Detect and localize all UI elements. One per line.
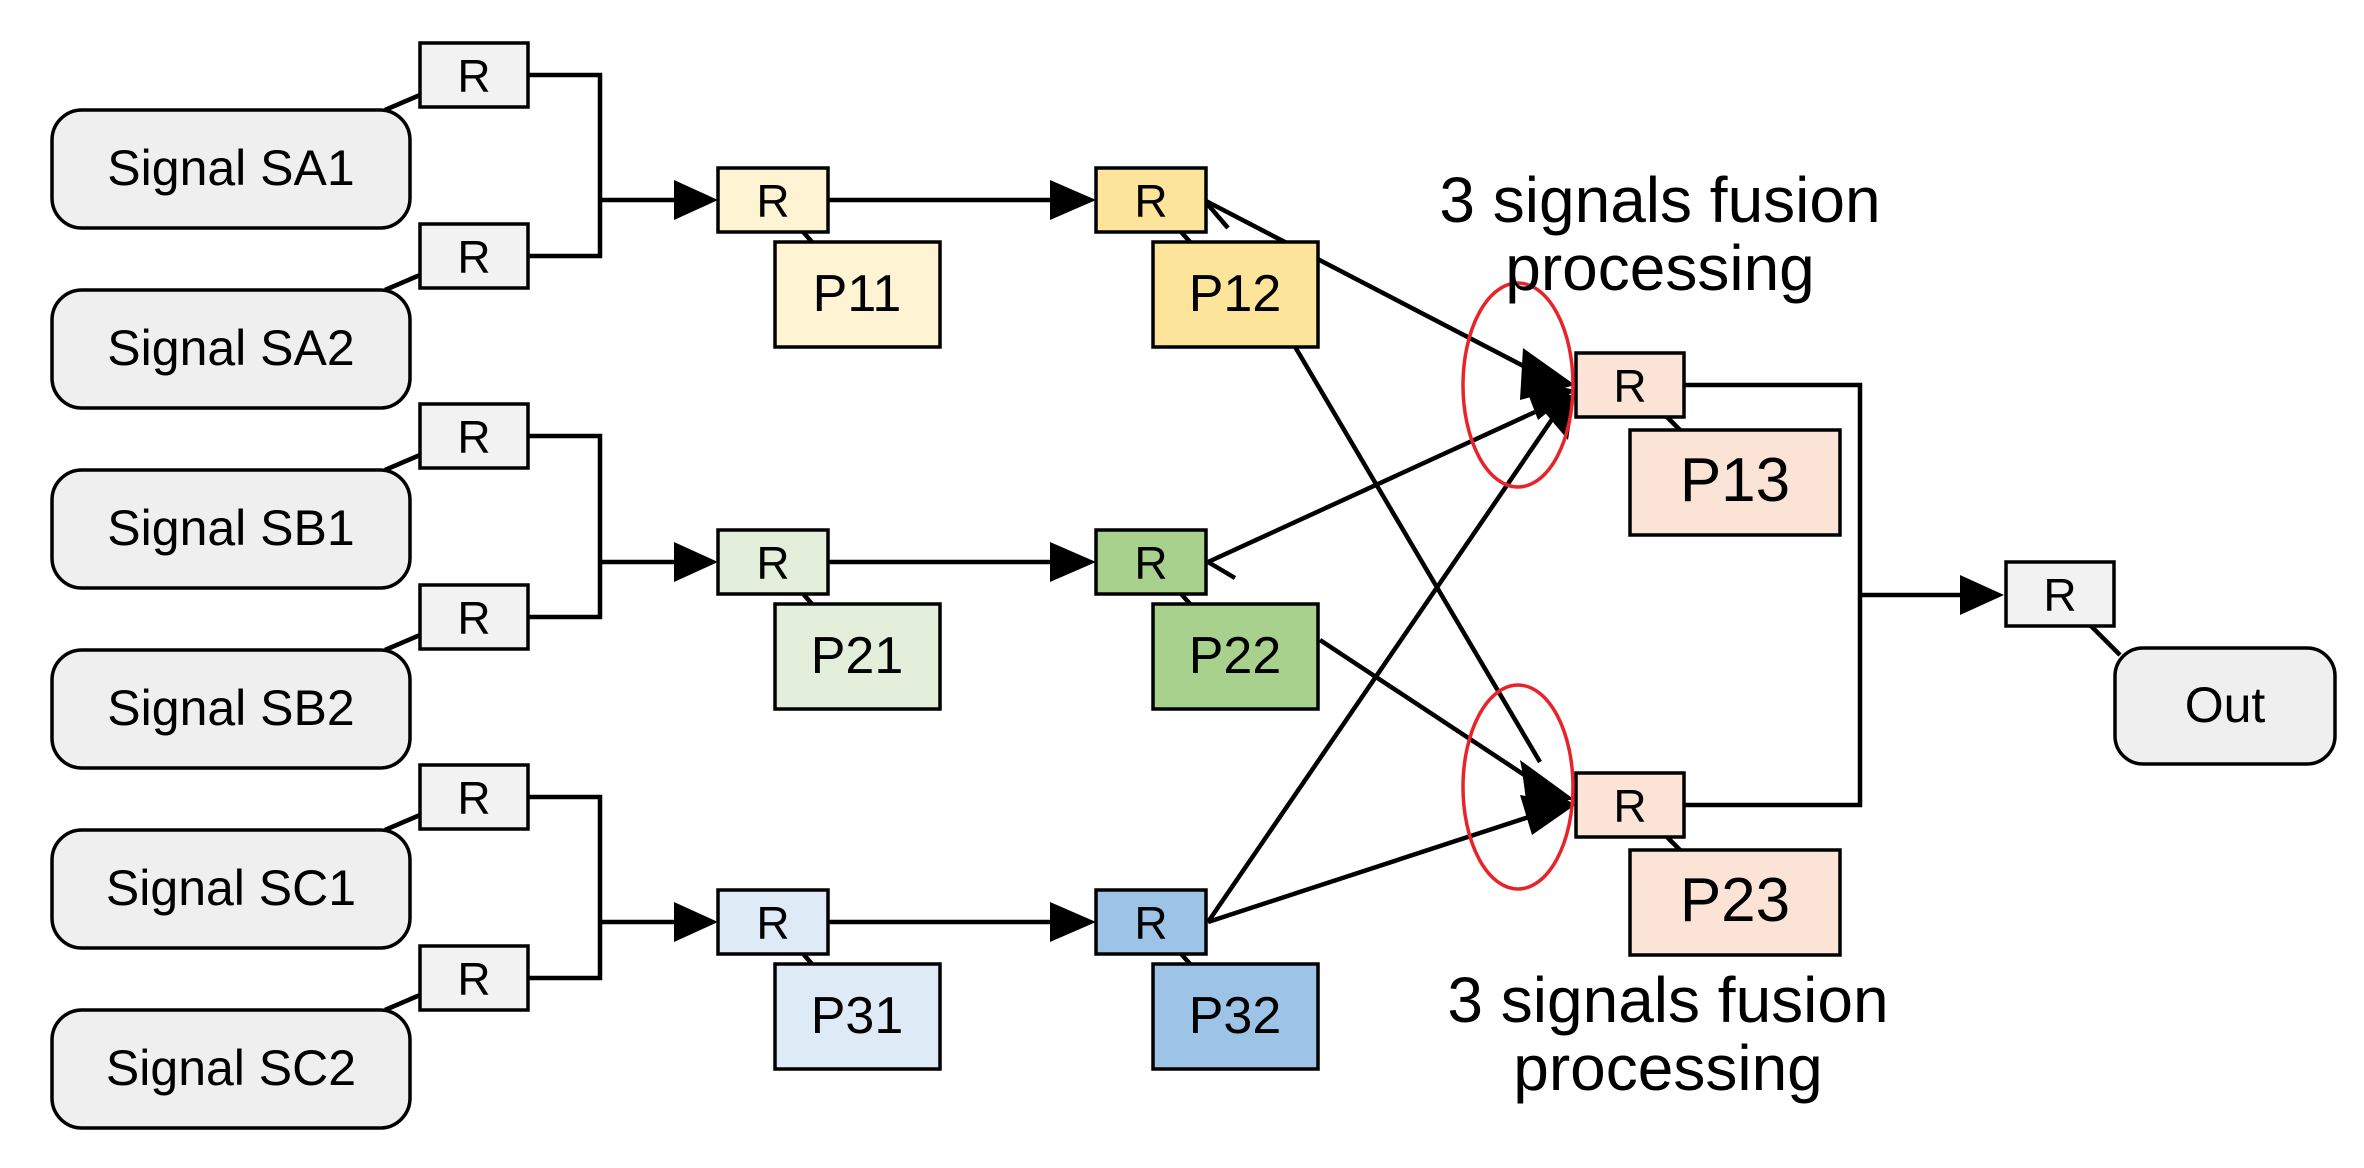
process-label: P12 (1189, 265, 1282, 323)
register-label: R (457, 50, 490, 102)
process-box-p31 (773, 962, 942, 1071)
register-box (418, 41, 530, 109)
output-label: Out (2185, 677, 2266, 733)
register-label: R (1134, 537, 1167, 589)
fusion-nodes: R P13 R P23 (1574, 351, 1842, 957)
process-label: P23 (1680, 866, 1790, 935)
register-box (1094, 528, 1208, 596)
arrowhead (1960, 575, 2004, 615)
process-label: P13 (1680, 446, 1790, 515)
arrowhead (674, 180, 718, 220)
annotations: 3 signals fusion processing 3 signals fu… (1439, 164, 1888, 1104)
process-box-p21 (773, 602, 942, 711)
register-label: R (457, 953, 490, 1005)
register-box (418, 222, 530, 290)
register-box (418, 763, 530, 831)
register-label: R (2043, 569, 2076, 621)
input-registers: R R R R R R (418, 41, 530, 1012)
fusion-ellipse-top (1461, 281, 1575, 489)
register-box (1574, 771, 1686, 839)
register-label: R (756, 897, 789, 949)
arrowhead (674, 902, 718, 942)
register-box (1094, 888, 1208, 956)
register-box (418, 944, 530, 1012)
arrowhead (1050, 902, 1096, 942)
register-box (1574, 351, 1686, 419)
process-box-p23 (1628, 848, 1842, 957)
register-box (1094, 166, 1208, 234)
signal-label: Signal SB2 (107, 680, 354, 736)
register-label: R (1134, 897, 1167, 949)
register-box (418, 402, 530, 470)
arrowheads (674, 180, 2004, 942)
process-label: P11 (813, 265, 902, 323)
annotation-top-line1: 3 signals fusion (1439, 164, 1880, 236)
register-box (716, 528, 830, 596)
arrowhead (1530, 395, 1575, 440)
arrowhead (1520, 795, 1575, 835)
register-box (716, 888, 830, 956)
register-box (2004, 560, 2116, 628)
signal-box (50, 648, 412, 770)
signal-label: Signal SA2 (107, 320, 354, 376)
signal-box (50, 288, 412, 410)
register-box (418, 583, 530, 651)
stage2: R P12 R P22 R P32 (1094, 166, 1320, 1071)
arrowhead (1050, 542, 1096, 582)
register-label: R (1613, 780, 1646, 832)
process-box-p11 (773, 240, 942, 349)
register-label: R (457, 592, 490, 644)
output-node: R Out (2004, 560, 2337, 766)
register-label: R (1134, 175, 1167, 227)
fusion-ellipse-bottom (1461, 683, 1575, 891)
process-box-p22 (1151, 602, 1320, 711)
signal-box (50, 108, 412, 230)
signal-box (50, 1008, 412, 1130)
process-label: P32 (1189, 987, 1282, 1045)
process-box-p32 (1151, 962, 1320, 1071)
arrowhead (1050, 180, 1096, 220)
signal-label: Signal SC1 (106, 860, 356, 916)
register-label: R (457, 411, 490, 463)
annotation-top-line2: processing (1505, 232, 1815, 304)
output-box (2113, 646, 2337, 766)
annotation-bottom-line1: 3 signals fusion (1447, 964, 1888, 1036)
register-label: R (1613, 360, 1646, 412)
signal-label: Signal SB1 (107, 500, 354, 556)
process-label: P31 (811, 987, 904, 1045)
process-box-p13 (1628, 428, 1842, 537)
register-box (716, 166, 830, 234)
signal-box (50, 828, 412, 950)
stage1: R P11 R P21 R P31 (716, 166, 942, 1071)
process-label: P22 (1189, 627, 1282, 685)
register-label: R (756, 537, 789, 589)
arrowhead (674, 542, 718, 582)
signal-boxes: Signal SA1 Signal SA2 Signal SB1 Signal … (50, 108, 412, 1130)
register-label: R (756, 175, 789, 227)
process-label: P21 (811, 627, 904, 685)
signal-label: Signal SC2 (106, 1040, 356, 1096)
register-label: R (457, 231, 490, 283)
register-label: R (457, 772, 490, 824)
annotation-bottom-line2: processing (1513, 1032, 1823, 1104)
signal-label: Signal SA1 (107, 140, 354, 196)
signal-box (50, 468, 412, 590)
process-box-p12 (1151, 240, 1320, 349)
